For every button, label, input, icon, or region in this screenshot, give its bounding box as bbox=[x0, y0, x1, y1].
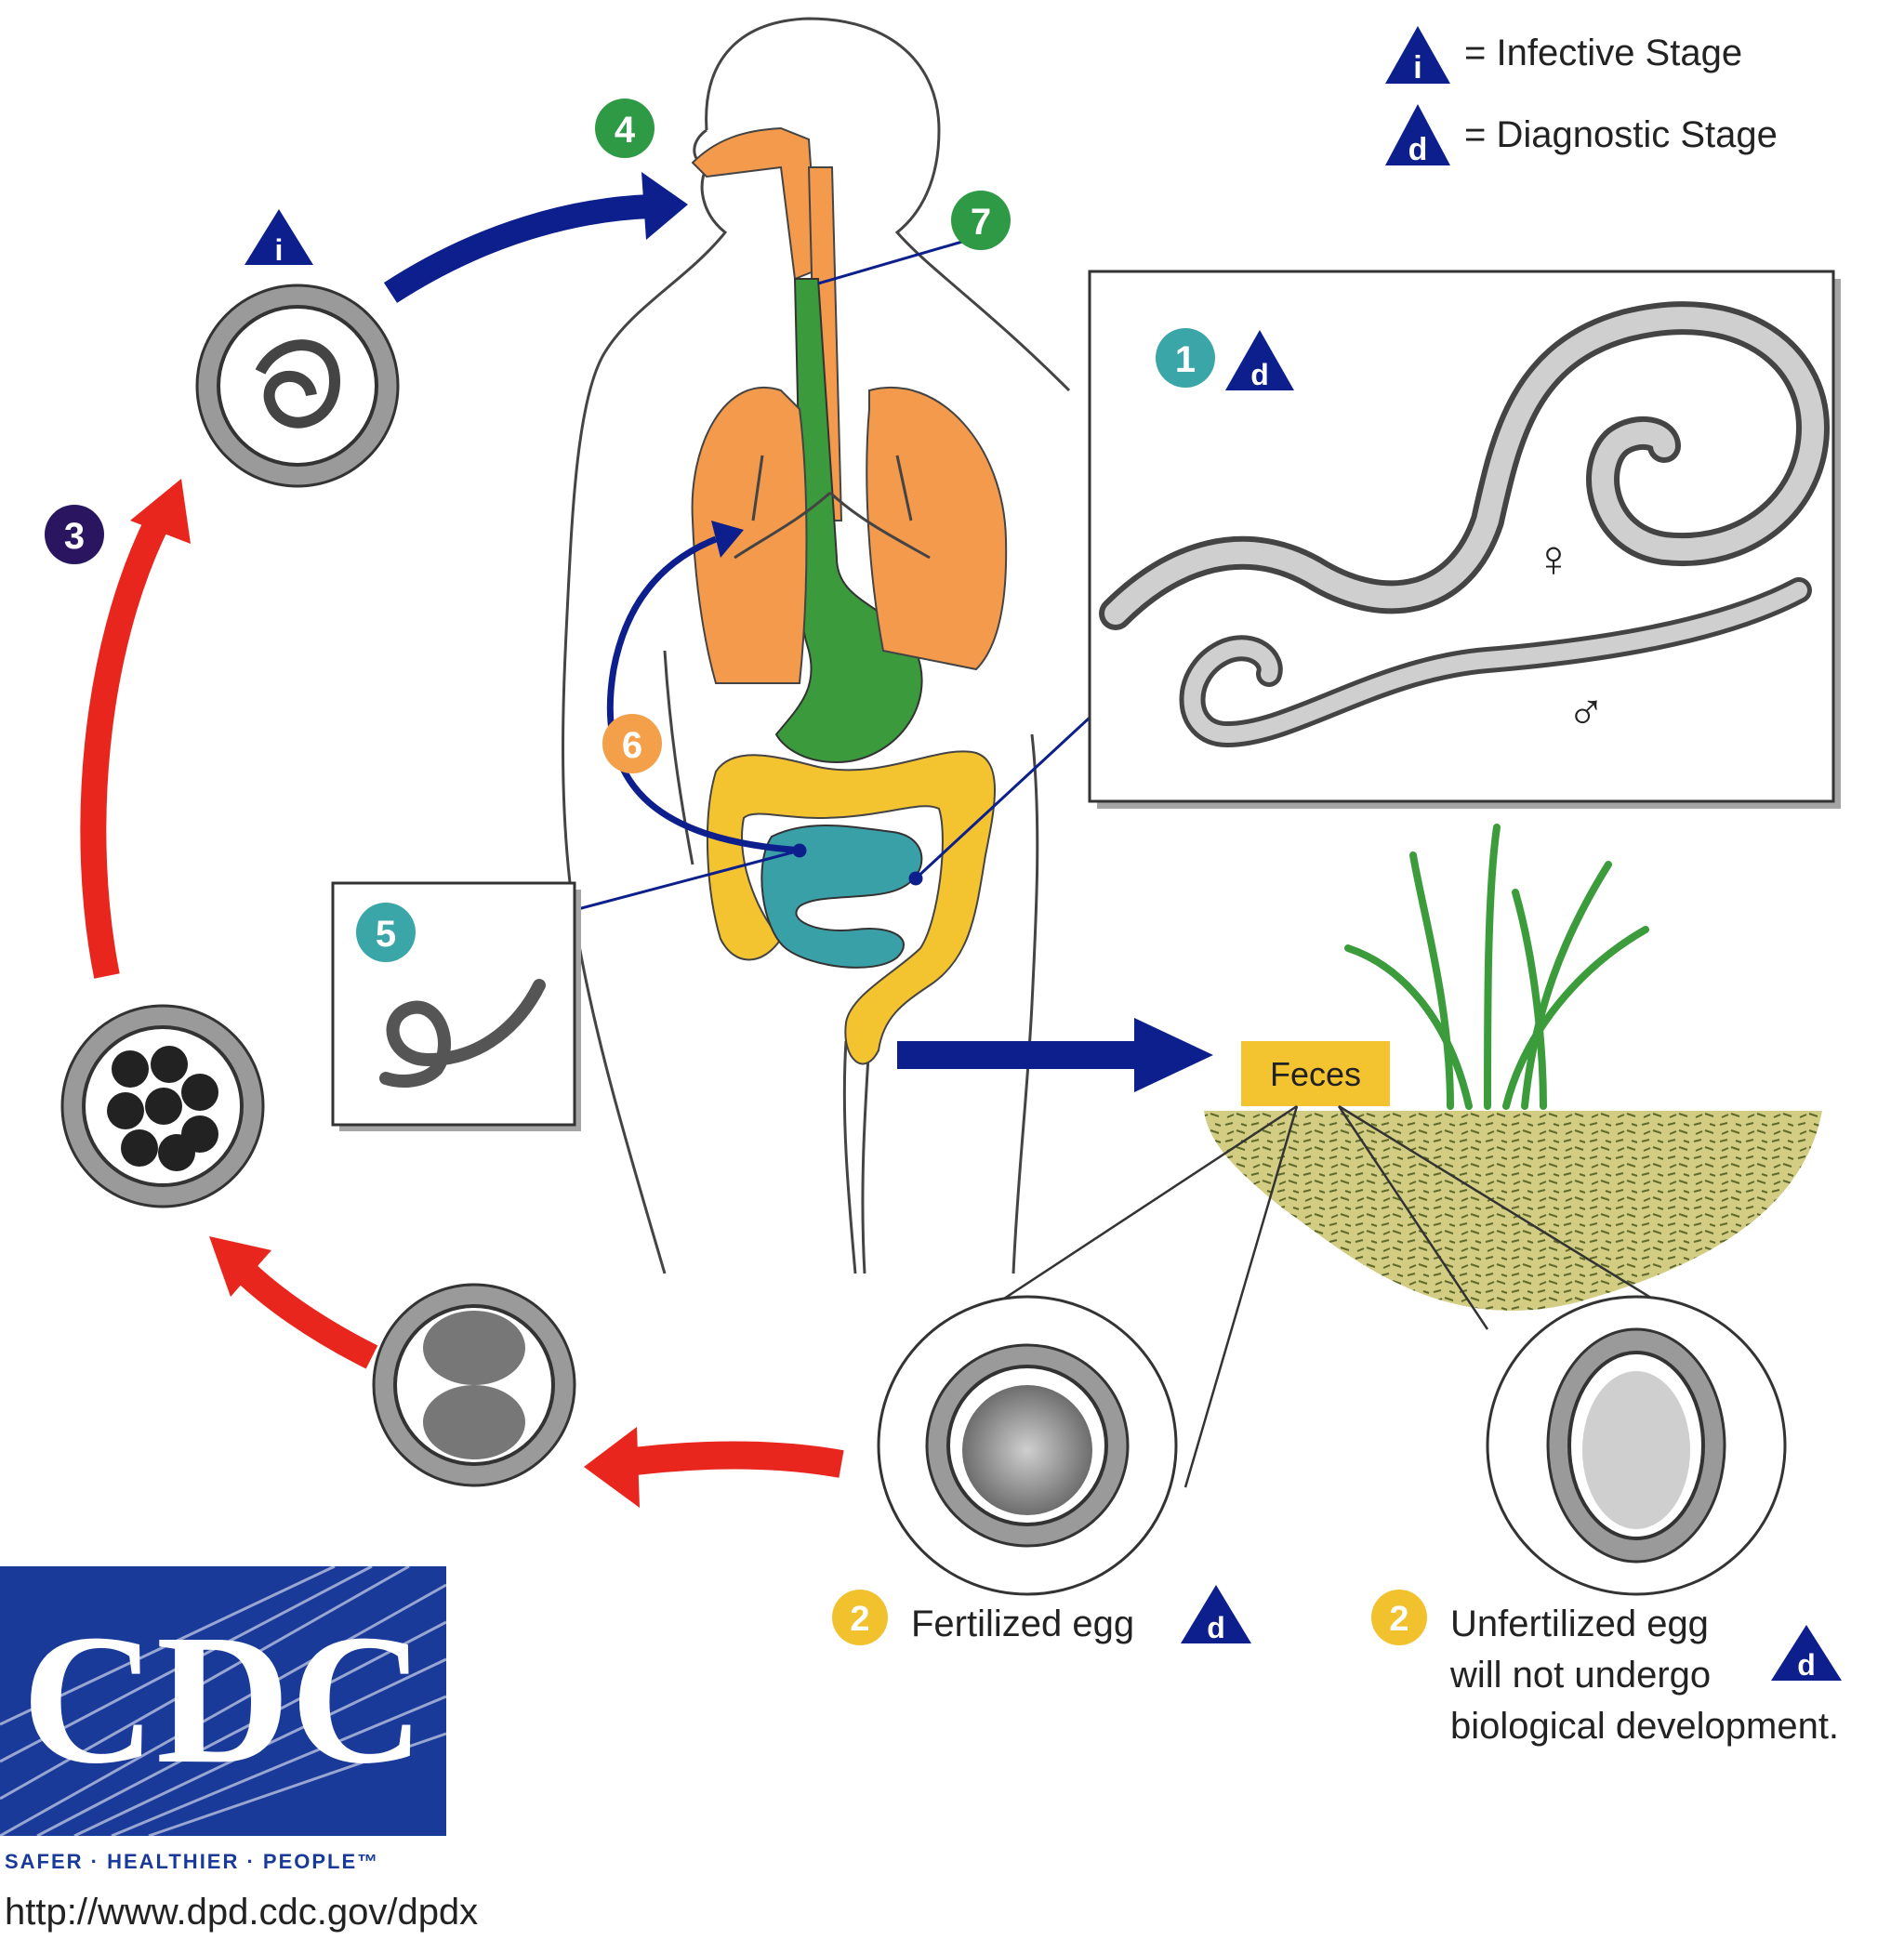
unfertilized-egg-label-line1: Unfertilized egg bbox=[1450, 1603, 1709, 1644]
egg-infective bbox=[195, 284, 400, 488]
step-badges: 1 d 3 4 5 6 7 bbox=[45, 99, 1294, 962]
step-6-badge bbox=[602, 714, 662, 773]
excretion-arrowhead-icon bbox=[1134, 1018, 1213, 1092]
diagnostic-stage-triangle-icon bbox=[1385, 104, 1450, 165]
egg-morula bbox=[60, 1004, 265, 1208]
step-7-badge bbox=[951, 191, 1011, 250]
grass-clump bbox=[1344, 824, 1649, 1110]
step-1-badge bbox=[1156, 328, 1215, 388]
diagnostic-letter-unfertilized: d bbox=[1797, 1648, 1816, 1682]
step-4-badge bbox=[595, 99, 654, 158]
step-7-number: 7 bbox=[971, 202, 991, 243]
male-symbol: ♂ bbox=[1567, 682, 1606, 741]
legend-diagnostic-text: = Diagnostic Stage bbox=[1464, 114, 1778, 155]
step-3-number: 3 bbox=[64, 516, 85, 557]
development-arrowhead-left-icon bbox=[130, 479, 191, 544]
migration-arrowhead-icon bbox=[711, 521, 744, 558]
adult-worms-panel: ♀ ♂ bbox=[1088, 270, 1841, 809]
cycle-arrows bbox=[80, 172, 1213, 1508]
step-4-number: 4 bbox=[615, 110, 636, 151]
step-1-number: 1 bbox=[1175, 339, 1196, 380]
development-arrow-lower-left bbox=[228, 1255, 378, 1369]
step-2a-number: 2 bbox=[850, 1600, 869, 1639]
diagnostic-stage-triangle-icon bbox=[1771, 1625, 1842, 1681]
diagnostic-letter-fertilized: d bbox=[1207, 1611, 1225, 1644]
small-intestine bbox=[760, 825, 923, 969]
feces-box bbox=[1241, 1041, 1390, 1106]
bronchi bbox=[734, 455, 931, 560]
human-body-outline bbox=[562, 17, 1071, 1274]
diagnostic-stage-triangle-icon bbox=[1225, 330, 1294, 390]
unfertilized-egg-label-group: 2 Unfertilized egg will not undergo biol… bbox=[1371, 1590, 1842, 1747]
nasal-cavity-and-throat bbox=[691, 126, 820, 281]
fertilized-egg-label-group: 2 Fertilized egg d bbox=[832, 1585, 1251, 1645]
female-symbol: ♀ bbox=[1534, 529, 1573, 587]
infective-stage-triangle-icon bbox=[245, 209, 313, 265]
development-arrow-bottom bbox=[611, 1441, 844, 1478]
step-2b-number: 2 bbox=[1389, 1600, 1408, 1639]
diagnostic-stage-triangle-icon bbox=[1181, 1585, 1251, 1643]
step-2-badge-b bbox=[1371, 1590, 1427, 1645]
infective-stage-triangle-icon bbox=[1385, 26, 1450, 84]
step-3-badge bbox=[45, 505, 104, 564]
source-url: http://www.dpd.cdc.gov/dpdx bbox=[5, 1892, 478, 1933]
egg-two-cell bbox=[372, 1283, 576, 1487]
legend-infective-letter: i bbox=[1413, 50, 1421, 86]
large-intestine bbox=[706, 750, 996, 1065]
excretion-arrow-shaft bbox=[897, 1041, 1139, 1069]
unfertilized-egg-label-line3: biological development. bbox=[1450, 1706, 1839, 1747]
step-5-badge bbox=[356, 903, 416, 962]
development-arrowhead-lower-left-icon bbox=[209, 1236, 271, 1297]
step-6-number: 6 bbox=[622, 725, 642, 766]
legend: i = Infective Stage d = Diagnostic Stage bbox=[1385, 26, 1778, 167]
migration-arrow bbox=[606, 535, 805, 854]
step-5-number: 5 bbox=[376, 914, 396, 955]
development-arrow-left bbox=[80, 514, 170, 979]
cdc-tagline: SAFER · HEALTHIER · PEOPLE™ bbox=[5, 1850, 379, 1873]
right-lung bbox=[866, 386, 1008, 671]
larva-worm bbox=[379, 979, 546, 1088]
diagnostic-letter-adults: d bbox=[1250, 358, 1269, 391]
digestive-respiratory-organs bbox=[691, 126, 1008, 1065]
legend-diagnostic-letter: d bbox=[1408, 132, 1428, 167]
feces-label: Feces bbox=[1270, 1055, 1361, 1093]
soil-ground bbox=[1204, 1111, 1822, 1311]
fertilized-egg-circle bbox=[877, 1295, 1178, 1596]
callout-lines bbox=[546, 240, 1104, 923]
ingestion-arrowhead-icon bbox=[641, 172, 688, 240]
ingestion-arrow bbox=[383, 194, 652, 303]
unfertilized-egg-label-line2: will not undergo bbox=[1449, 1655, 1711, 1696]
cdc-logo-text: CDC bbox=[21, 1597, 424, 1802]
unfertilized-egg-circle bbox=[1486, 1295, 1787, 1596]
infective-stage-letter: i bbox=[275, 233, 284, 267]
fertilized-egg-label: Fertilized egg bbox=[911, 1603, 1134, 1644]
legend-infective-text: = Infective Stage bbox=[1464, 33, 1742, 73]
left-lung bbox=[691, 386, 808, 684]
step-2-badge-a bbox=[832, 1590, 888, 1645]
development-arrowhead-bottom-icon bbox=[584, 1427, 640, 1508]
cdc-logo: CDC SAFER · HEALTHIER · PEOPLE™ bbox=[0, 1564, 447, 1873]
